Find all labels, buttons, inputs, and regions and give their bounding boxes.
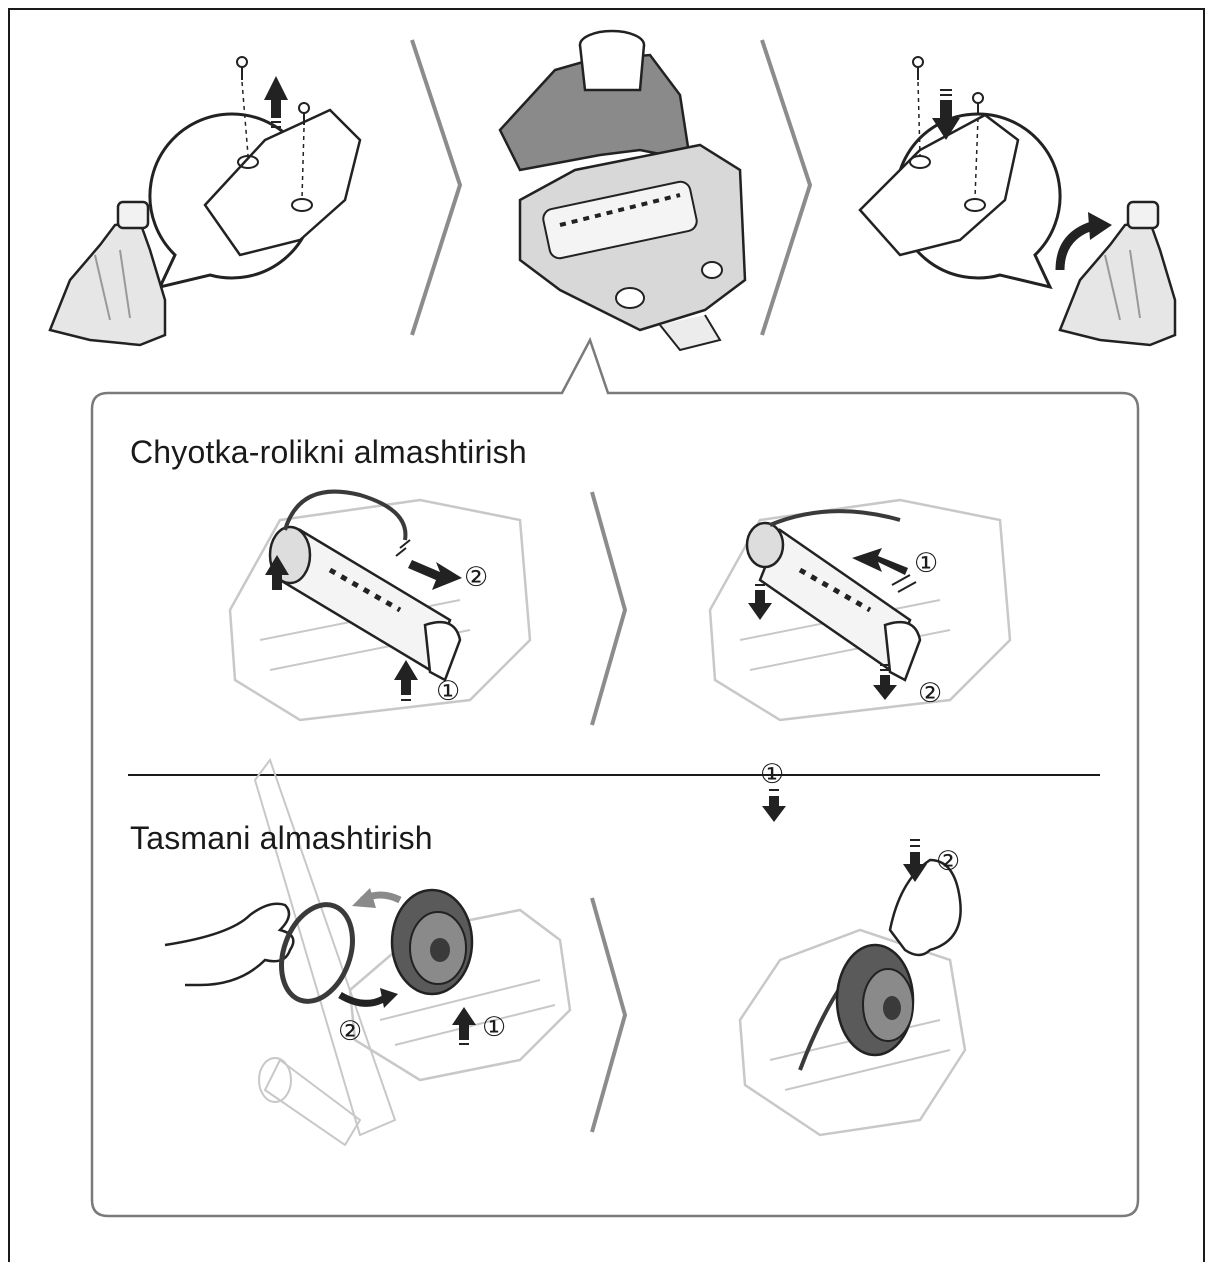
- section-title-roller: Chyotka-rolikni almashtirish: [130, 434, 527, 471]
- pulley-icon: [837, 945, 913, 1055]
- step-marker-2: ②: [936, 846, 960, 877]
- step-remove-screws: [50, 57, 360, 345]
- instruction-panel: [92, 340, 1138, 1216]
- step-marker-1: ①: [914, 548, 938, 579]
- step-marker-1: ①: [760, 759, 784, 790]
- step-marker-1: ①: [482, 1012, 506, 1043]
- step-marker-1: ①: [436, 676, 460, 707]
- step-open-housing: [500, 31, 745, 350]
- step-marker-2: ②: [918, 678, 942, 709]
- section-title-belt: Tasmani almashtirish: [130, 820, 433, 857]
- pulley-icon: [392, 890, 472, 994]
- step-marker-2: ②: [464, 562, 488, 593]
- step-refit-screws: [860, 57, 1175, 345]
- step-chevron: [762, 40, 810, 335]
- step-marker-2: ②: [338, 1016, 362, 1047]
- step-chevron: [412, 40, 460, 335]
- up-arrow-icon: [264, 76, 288, 127]
- turbo-brush-icon: [50, 202, 165, 345]
- turbo-brush-icon: [1060, 202, 1175, 345]
